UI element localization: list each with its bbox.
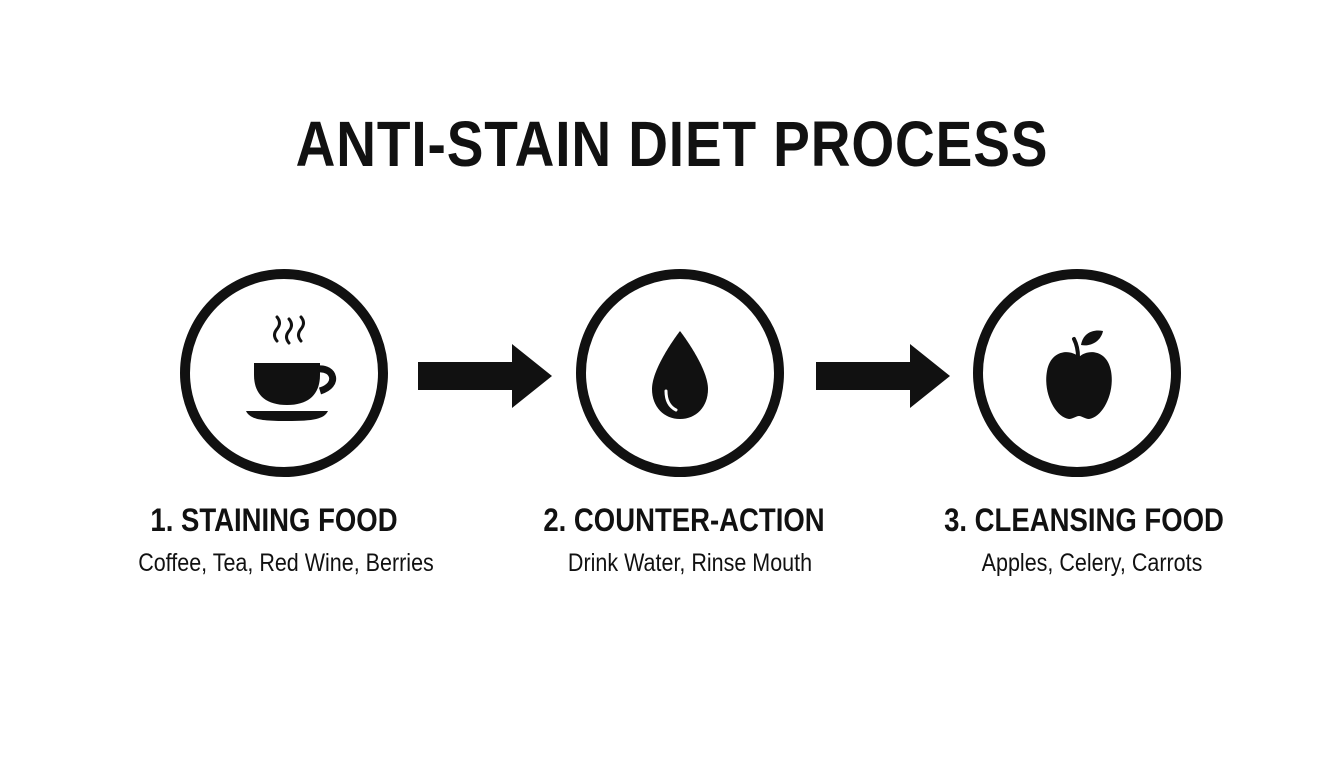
step-3-circle [973,269,1181,477]
step-2-circle [576,269,784,477]
step-1-items: Coffee, Tea, Red Wine, Berries [138,549,434,577]
coffee-cup-icon [246,315,336,421]
apple-icon [1046,330,1112,419]
arrow-right-icon [816,344,950,408]
step-1-circle [180,269,388,477]
step-2-items: Drink Water, Rinse Mouth [567,549,813,577]
step-3-items: Apples, Celery, Carrots [981,549,1203,577]
step-2-title: 2. COUNTER-ACTION [543,502,825,538]
arrow-right-icon [418,344,552,408]
step-3-title: 3. CLEANSING FOOD [944,502,1224,538]
page-title: ANTI-STAIN DIET PROCESS [295,108,1049,180]
water-drop-icon [652,331,708,419]
step-1-title: 1. STAINING FOOD [150,502,398,538]
